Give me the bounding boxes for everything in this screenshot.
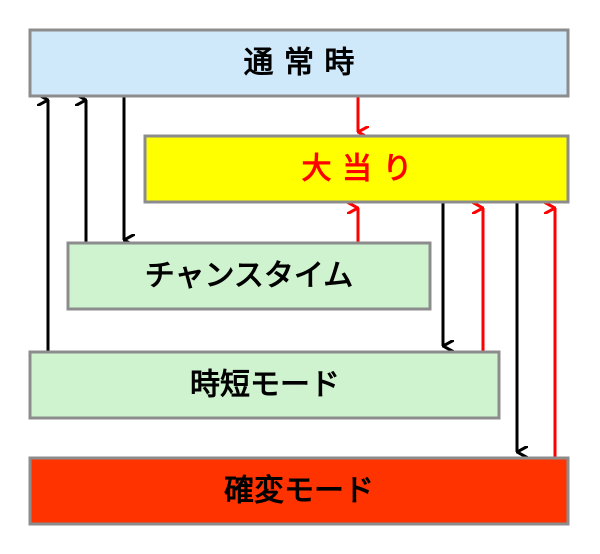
node-chance-time-box [66,241,432,311]
node-probability-mode-box [28,456,570,526]
node-chance-time: チャンスタイム [66,241,432,311]
node-chance-time-label: チャンスタイム [145,259,354,294]
node-normal-box [28,28,570,98]
node-probability-mode-label: 確変モード [224,474,374,509]
node-short-time-mode: 時短モード [28,350,501,420]
node-jackpot-label: 大 当 り [302,152,413,187]
node-normal-label: 通 常 時 [244,46,355,81]
node-jackpot-box [143,134,570,204]
node-normal: 通 常 時 [28,28,570,98]
node-jackpot: 大 当 り [143,134,570,204]
transition-arrows [48,96,557,458]
node-short-time-mode-label: 時短モード [190,368,340,403]
node-short-time-mode-box [28,350,501,420]
node-probability-mode: 確変モード [28,456,570,526]
